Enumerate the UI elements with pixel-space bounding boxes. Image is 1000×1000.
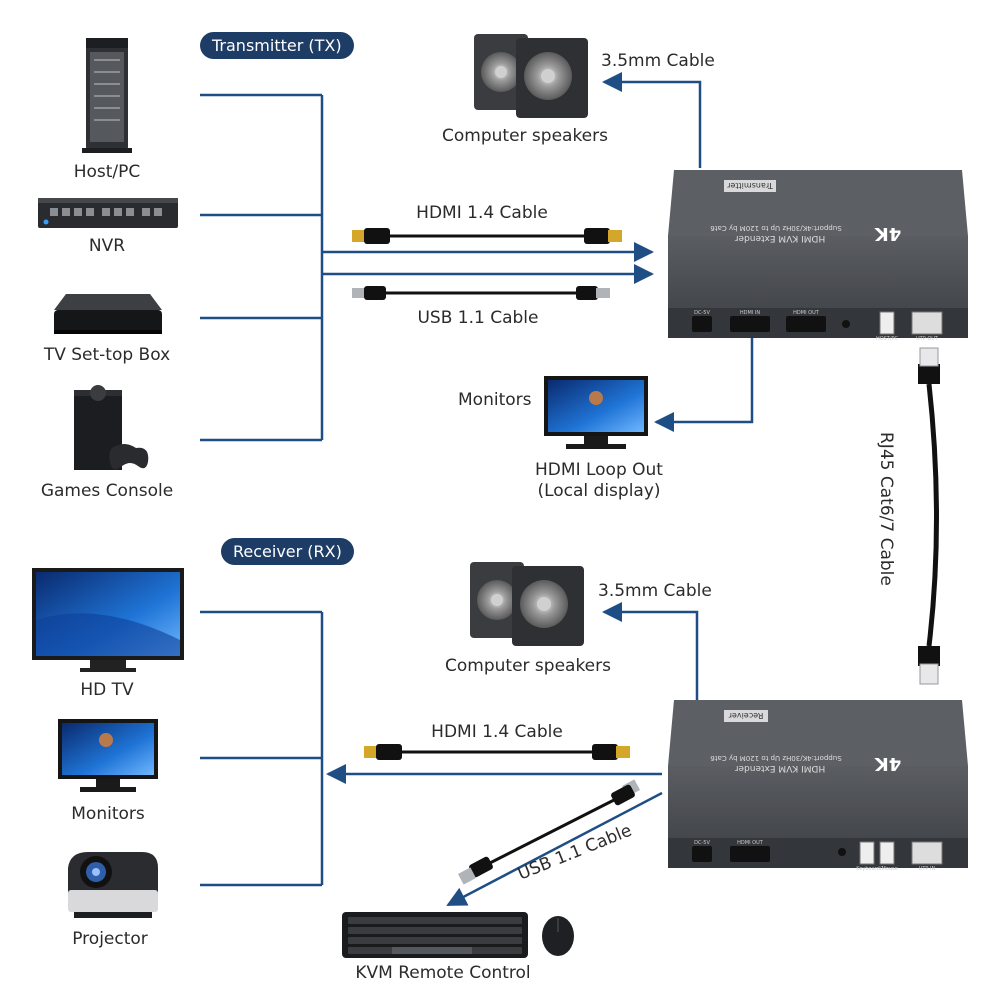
set-top-box-label: TV Set-top Box [43,345,171,365]
host-pc-icon [82,38,132,153]
rx-usb-cable-icon [458,779,640,885]
hd-tv-icon [32,568,184,672]
tx-port-hdmi-out: HDMI OUT [793,310,820,316]
rx-port-dc: DC-5V [694,840,710,846]
rx-device-model: HDMI KVM Extender [735,763,826,773]
rx-speakers-icon [470,562,584,646]
tx-port-host: HOST/PC [876,336,899,342]
rj45-cable-label: RJ45 Cat6/7 Cable [876,432,896,586]
host-pc-label: Host/PC [73,162,141,182]
receiver-device [668,700,968,868]
tx-audio-arrow [602,72,702,168]
tx-device-tag: Transmitter [726,181,773,190]
projector-label: Projector [72,929,148,949]
rx-hdmi-cable-label: HDMI 1.4 Cable [431,722,563,742]
rx-bus-lines [200,610,324,887]
rx-device-tag: Receiver [728,711,763,720]
loop-out-label: HDMI Loop Out (Local display) [535,460,663,503]
transmitter-device [668,170,968,338]
loop-out-line-2: (Local display) [537,481,661,502]
set-top-box-icon [54,294,162,334]
monitors-label: Monitors [71,804,145,824]
rx-device-spec: Support:4K/30Hz Up to 120M by Cat6 [710,754,842,762]
games-console-label: Games Console [40,481,174,501]
tx-device-badge: 4K [874,223,902,244]
tx-speakers-label: Computer speakers [442,126,608,146]
keyboard-icon [342,912,528,958]
rx-usb-arrow [446,791,663,907]
tx-audio-cable-label: 3.5mm Cable [601,51,715,71]
rx-device-badge: 4K [874,753,902,774]
tx-usb-cable-label: USB 1.1 Cable [417,308,539,328]
rx-audio-cable-label: 3.5mm Cable [598,581,712,601]
receiver-group-label: Receiver (RX) [221,538,354,565]
tx-monitor-label: Monitors [458,390,532,410]
loop-out-line-1: HDMI Loop Out [535,460,663,480]
nvr-icon [38,198,178,228]
hd-tv-label: HD TV [80,680,134,700]
nvr-label: NVR [88,236,126,256]
transmitter-group-label: Transmitter (TX) [200,32,354,59]
rx-port-utp-in: UTP IN [919,866,936,872]
tx-device-spec: Support:4K/30Hz Up to 120M by Cat6 [710,224,842,232]
loop-out-monitor-icon [544,376,648,449]
rj45-cable-icon [918,347,940,685]
tx-port-hdmi-in: HDMI IN [740,310,760,316]
tx-hdmi-cable-label: HDMI 1.4 Cable [416,203,548,223]
tx-device-model: HDMI KVM Extender [735,233,826,243]
tx-usb-cable-icon [352,286,610,300]
rx-speakers-label: Computer speakers [445,656,611,676]
mouse-icon [542,916,574,956]
rx-audio-arrow [602,602,699,700]
rx-port-hdmi-out: HDMI OUT [737,840,764,846]
tx-bus-lines [200,93,324,442]
rx-hdmi-cable-icon [364,744,630,760]
tx-speakers-icon [474,34,588,118]
games-console-icon [74,385,149,470]
tx-hdmi-cable-icon [352,228,622,244]
projector-icon [68,852,158,918]
kvm-remote-label: KVM Remote Control [355,963,531,983]
tx-port-utp-out: UTP OUT [916,336,939,342]
tx-loop-arrow [654,336,754,432]
tx-port-dc: DC-5V [694,310,710,316]
rx-port-keyboard: Keyboard/Mouse [856,866,897,872]
monitor-icon [58,719,158,792]
